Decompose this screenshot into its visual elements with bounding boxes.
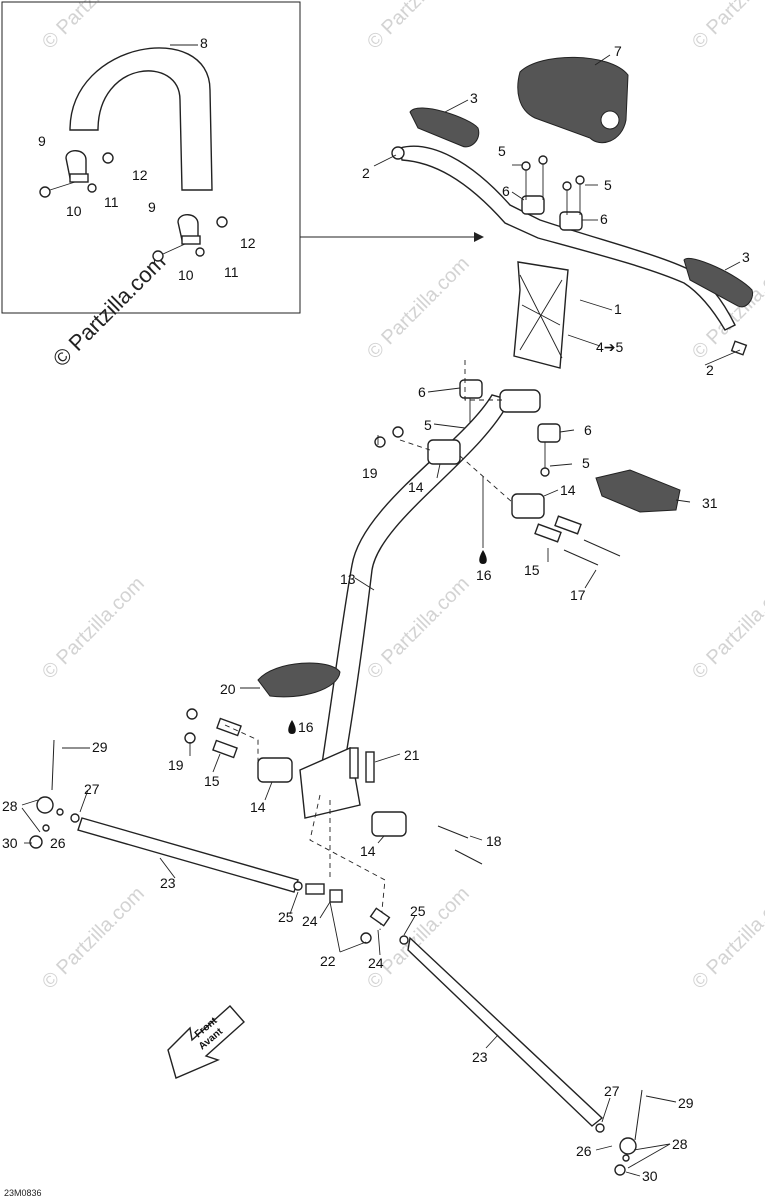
callout: 19 [168,757,184,773]
callout: 28 [2,798,18,814]
callout: 12 [132,167,148,183]
front-direction-sign: Front Avant [167,1005,245,1079]
tie-rod-part [407,936,604,1127]
callout: 4➔5 [596,339,624,355]
callout: 16 [476,567,492,583]
callout-labels: 8 9 12 11 10 9 12 10 11 7 3 2 5 5 6 6 3 … [2,35,750,1184]
callout: 7 [614,43,622,59]
callout: 5 [604,177,612,193]
callout: 6 [418,384,426,400]
oil-icon [288,550,487,734]
handlebar-part [399,145,736,331]
callout: 5 [424,417,432,433]
callout: 9 [38,133,46,149]
callout: 10 [178,267,194,283]
callout: 23 [160,875,176,891]
callout: 3 [742,249,750,265]
bearing-block-part [371,811,407,837]
callout: 24 [302,913,318,929]
callout: 1 [614,301,622,317]
inset-hardware [39,152,228,262]
callout: 12 [240,235,256,251]
callout: 3 [470,90,478,106]
grip-right-part [683,258,754,308]
callout: 13 [340,571,356,587]
callout: 2 [362,165,370,181]
rod-end-parts [29,739,643,1176]
watermark: © Partzilla.com [38,0,149,54]
callout: 28 [672,1136,688,1152]
watermark: © Partzilla.com [363,883,474,994]
watermark-large: © Partzilla.com [48,249,171,372]
cover-part [257,662,341,698]
callout: 16 [298,719,314,735]
callout: 15 [204,773,220,789]
plate-part [595,469,681,513]
callout: 21 [404,747,420,763]
callout: 17 [570,587,586,603]
callout: 22 [320,953,336,969]
inset-pointer-arrow [474,232,484,242]
callout: 30 [2,835,18,851]
callout: 30 [642,1168,658,1184]
callout: 26 [50,835,66,851]
callout: 2 [706,362,714,378]
callout: 20 [220,681,236,697]
callout: 5 [582,455,590,471]
callout: 27 [604,1083,620,1099]
callout: 18 [486,833,502,849]
bearing-block-part [511,493,545,519]
watermark: © Partzilla.com [363,0,474,54]
callout: 10 [66,203,82,219]
riser-clamp-parts [459,155,585,477]
callout: 14 [250,799,266,815]
column-bracket-part [299,746,361,819]
callout: 6 [600,211,608,227]
callout: 24 [368,955,384,971]
callout: 14 [360,843,376,859]
watermark: © Partzilla.com [38,573,149,684]
hardware-parts [184,426,621,865]
handlebar-pad-part [517,56,629,143]
watermark: © Partzilla.com [688,0,765,54]
callout: 6 [584,422,592,438]
callout: 29 [678,1095,694,1111]
assembly-guides [224,360,513,931]
callout: 6 [502,183,510,199]
callout: 27 [84,781,100,797]
callout: 26 [576,1143,592,1159]
bearing-block-part [257,757,293,783]
leader-lines [21,54,741,1177]
callout: 23 [472,1049,488,1065]
watermark: © Partzilla.com [38,883,149,994]
bar-end-part [730,340,748,356]
inset-frame [1,1,301,314]
callout: 15 [524,562,540,578]
callout: 14 [408,479,424,495]
callout: 5 [498,143,506,159]
clamp-part [65,150,201,245]
bearing-block-part [427,439,461,465]
watermark: © Partzilla.com [688,573,765,684]
callout: 8 [200,35,208,51]
callout: 25 [278,909,294,925]
callout: 11 [224,264,239,280]
watermark: © Partzilla.com [688,883,765,994]
steering-column-part [317,394,512,791]
callout: 9 [148,199,156,215]
watermark: © Partzilla.com [363,253,474,364]
callout: 31 [702,495,718,511]
bar-end-part [391,146,405,160]
callout: 11 [104,194,119,210]
callout: 19 [362,465,378,481]
callout: 14 [560,482,576,498]
callout: 29 [92,739,108,755]
tie-rod-part [77,817,299,893]
strap-loop-part [69,47,213,191]
watermark: © Partzilla.com [363,573,474,684]
grip-left-part [409,107,480,148]
drawing-code: 23M0836 [4,1188,42,1198]
callout: 25 [410,903,426,919]
